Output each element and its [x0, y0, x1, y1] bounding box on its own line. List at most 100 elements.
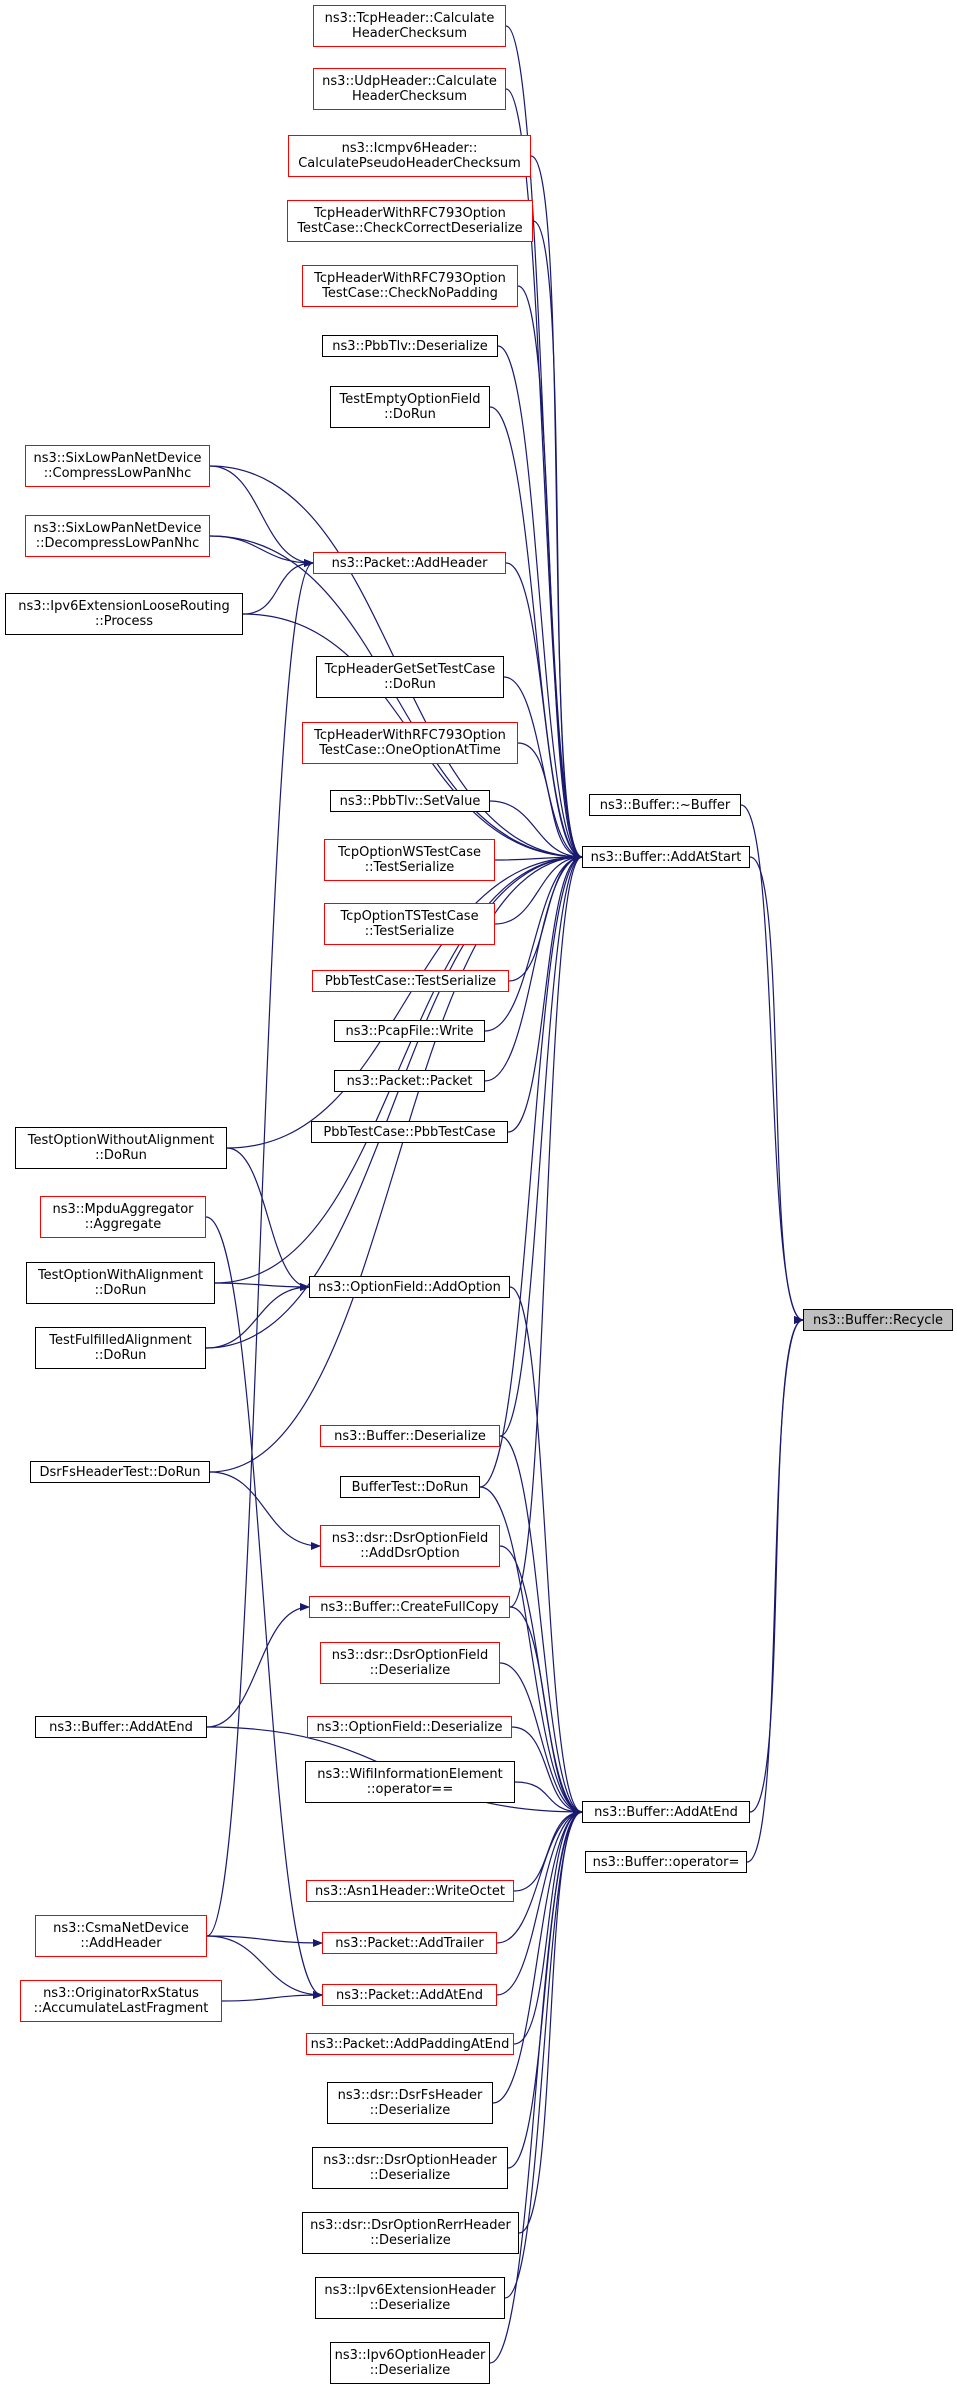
graph-node-n50[interactable]: ns3::Ipv6OptionHeader::Deserialize — [330, 2342, 490, 2384]
edge-n19-to-n22 — [484, 853, 583, 1082]
node-label-line: ::CompressLowPanNhc — [43, 466, 192, 481]
node-label-line: ns3::Buffer::Deserialize — [334, 1428, 486, 1444]
graph-node-n6[interactable]: ns3::PbbTlv::Deserialize — [322, 335, 498, 357]
node-label-line: ::TestSerialize — [364, 924, 455, 939]
graph-node-n35[interactable]: ns3::Buffer::AddAtEnd — [35, 1716, 207, 1738]
graph-node-n16[interactable]: TcpOptionTSTestCase::TestSerialize — [324, 903, 495, 945]
edge-n34-to-n38 — [499, 1662, 583, 1816]
graph-node-n27[interactable]: TestFulfilledAlignment::DoRun — [35, 1327, 206, 1369]
node-label-line: TcpOptionWSTestCase — [337, 845, 482, 860]
graph-node-n22[interactable]: ns3::Buffer::AddAtStart — [582, 846, 750, 868]
edge-n23-to-n26 — [226, 1147, 310, 1291]
node-label-line: PbbTestCase::PbbTestCase — [323, 1124, 496, 1140]
graph-node-n3[interactable]: ns3::Icmpv6Header::CalculatePseudoHeader… — [288, 135, 531, 177]
graph-node-n41[interactable]: ns3::CsmaNetDevice::AddHeader — [35, 1915, 207, 1957]
edge-n45-to-n38 — [513, 1808, 583, 2045]
node-label-line: TestCase::CheckCorrectDeserialize — [297, 221, 523, 236]
node-label-line: ns3::OptionField::Deserialize — [316, 1719, 503, 1735]
graph-node-n26[interactable]: ns3::OptionField::AddOption — [309, 1276, 510, 1298]
node-label-line: ns3::WifiInformationElement — [317, 1767, 503, 1782]
graph-node-n32[interactable]: ns3::dsr::DsrOptionField::AddDsrOption — [320, 1525, 500, 1567]
node-label-line: ns3::dsr::DsrOptionRerrHeader — [310, 2218, 511, 2233]
edge-n24-to-n44 — [205, 1216, 323, 1999]
graph-node-n30[interactable]: DsrFsHeaderTest::DoRun — [30, 1461, 210, 1483]
node-label-line: ns3::Buffer::AddAtStart — [590, 849, 742, 865]
node-label-line: TestCase::OneOptionAtTime — [319, 743, 501, 758]
graph-node-n19[interactable]: ns3::Packet::Packet — [334, 1070, 485, 1092]
focus-node-n28: ns3::Buffer::Recycle — [803, 1309, 953, 1331]
graph-node-n8[interactable]: ns3::SixLowPanNetDevice::CompressLowPanN… — [25, 445, 210, 487]
node-label-line: ::Deserialize — [369, 2168, 451, 2183]
node-label-line: ::AddHeader — [80, 1936, 162, 1951]
node-label-line: ::AccumulateLastFragment — [33, 2001, 209, 2016]
graph-node-n12[interactable]: TcpHeaderGetSetTestCase::DoRun — [316, 656, 504, 698]
graph-node-n31[interactable]: BufferTest::DoRun — [340, 1476, 480, 1498]
graph-node-n29[interactable]: ns3::Buffer::Deserialize — [320, 1425, 500, 1447]
node-label-line: TestEmptyOptionField — [339, 392, 481, 407]
graph-node-n24[interactable]: ns3::MpduAggregator::Aggregate — [40, 1196, 206, 1238]
graph-node-n9[interactable]: ns3::SixLowPanNetDevice::DecompressLowPa… — [25, 515, 210, 557]
graph-node-n34[interactable]: ns3::dsr::DsrOptionField::Deserialize — [320, 1642, 500, 1684]
node-label-line: ::Deserialize — [369, 1663, 451, 1678]
edge-n5-to-n22 — [517, 285, 583, 861]
graph-node-n42[interactable]: ns3::Packet::AddTrailer — [322, 1932, 497, 1954]
graph-node-n23[interactable]: TestOptionWithoutAlignment::DoRun — [15, 1127, 227, 1169]
graph-node-n21[interactable]: ns3::Buffer::~Buffer — [589, 794, 741, 816]
graph-node-n38[interactable]: ns3::Buffer::AddAtEnd — [582, 1801, 750, 1823]
graph-node-n48[interactable]: ns3::dsr::DsrOptionRerrHeader::Deseriali… — [302, 2212, 519, 2254]
edge-n11-to-n10 — [242, 559, 314, 615]
edge-n22-to-n28 — [749, 856, 804, 1324]
graph-node-n37[interactable]: ns3::WifiInformationElement::operator== — [305, 1761, 515, 1803]
edge-n33-to-n22 — [509, 853, 583, 1608]
node-label-line: TcpOptionTSTestCase — [340, 909, 479, 924]
graph-node-n18[interactable]: ns3::PcapFile::Write — [334, 1020, 485, 1042]
graph-node-n20[interactable]: PbbTestCase::PbbTestCase — [311, 1121, 508, 1143]
graph-node-n36[interactable]: ns3::OptionField::Deserialize — [307, 1716, 512, 1738]
node-label-line: HeaderChecksum — [351, 26, 467, 41]
graph-node-n14[interactable]: ns3::PbbTlv::SetValue — [330, 790, 490, 812]
node-label-line: ns3::PcapFile::Write — [345, 1023, 474, 1039]
graph-node-n49[interactable]: ns3::Ipv6ExtensionHeader::Deserialize — [315, 2277, 505, 2319]
graph-node-n44[interactable]: ns3::Packet::AddAtEnd — [322, 1984, 497, 2006]
node-label-line: TestCase::CheckNoPadding — [322, 286, 498, 301]
edge-n4-to-n22 — [532, 220, 583, 861]
node-label-line: ns3::Buffer::AddAtEnd — [49, 1719, 193, 1735]
edge-n8-to-n10 — [209, 465, 314, 567]
edge-n25-to-n26 — [214, 1282, 310, 1291]
node-label-line: ::DecompressLowPanNhc — [35, 536, 200, 551]
graph-node-n47[interactable]: ns3::dsr::DsrOptionHeader::Deserialize — [312, 2147, 508, 2189]
graph-node-n17[interactable]: PbbTestCase::TestSerialize — [312, 970, 509, 992]
edge-n27-to-n26 — [205, 1283, 310, 1349]
graph-node-n45[interactable]: ns3::Packet::AddPaddingAtEnd — [306, 2033, 514, 2055]
node-label-line: ns3::Icmpv6Header:: — [341, 141, 478, 156]
graph-node-n33[interactable]: ns3::Buffer::CreateFullCopy — [309, 1596, 510, 1618]
node-label-line: ns3::PbbTlv::Deserialize — [332, 338, 488, 354]
node-label-line: ::operator== — [366, 1782, 454, 1797]
node-label-line: ns3::OptionField::AddOption — [318, 1279, 501, 1295]
graph-node-n25[interactable]: TestOptionWithAlignment::DoRun — [26, 1262, 215, 1304]
graph-node-n46[interactable]: ns3::dsr::DsrFsHeader::Deserialize — [327, 2082, 493, 2124]
graph-node-n43[interactable]: ns3::OriginatorRxStatus::AccumulateLastF… — [20, 1980, 222, 2022]
graph-node-n7[interactable]: TestEmptyOptionField::DoRun — [330, 386, 490, 428]
edge-n43-to-n44 — [221, 1991, 323, 2002]
node-label-line: ns3::Packet::AddPaddingAtEnd — [310, 2036, 510, 2052]
edge-n31-to-n38 — [479, 1486, 583, 1816]
node-label-line: ns3::dsr::DsrOptionField — [331, 1531, 489, 1546]
node-label-line: ns3::dsr::DsrFsHeader — [337, 2088, 483, 2103]
node-label-line: ns3::SixLowPanNetDevice — [33, 451, 202, 466]
edge-n36-to-n38 — [511, 1726, 583, 1816]
node-label-line: ::DoRun — [94, 1283, 147, 1298]
graph-node-n40[interactable]: ns3::Asn1Header::WriteOctet — [306, 1880, 514, 1902]
graph-node-n15[interactable]: TcpOptionWSTestCase::TestSerialize — [324, 839, 495, 881]
node-label-line: ::Process — [94, 614, 154, 629]
graph-node-n10[interactable]: ns3::Packet::AddHeader — [313, 552, 506, 574]
graph-node-n39[interactable]: ns3::Buffer::operator= — [585, 1851, 747, 1873]
graph-node-n11[interactable]: ns3::Ipv6ExtensionLooseRouting::Process — [5, 593, 243, 635]
node-label-line: PbbTestCase::TestSerialize — [324, 973, 497, 989]
edge-n27-to-n22 — [205, 853, 583, 1349]
